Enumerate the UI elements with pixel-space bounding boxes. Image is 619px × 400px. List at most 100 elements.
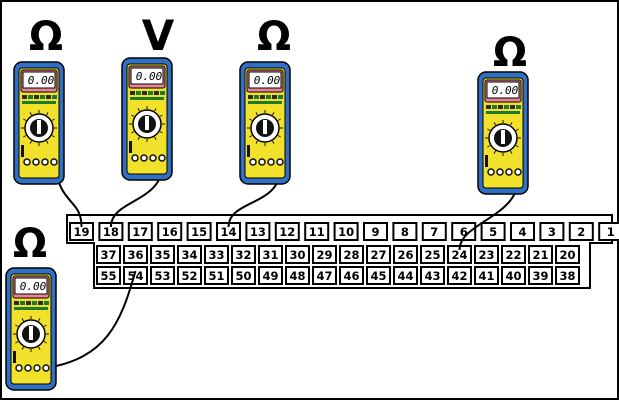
probe-jack bbox=[131, 154, 139, 162]
connector-pin-31: 31 bbox=[258, 245, 283, 264]
lcd-display bbox=[22, 71, 56, 89]
pin-label: 4 bbox=[518, 225, 526, 239]
probe-jack bbox=[23, 158, 31, 166]
pin-label: 9 bbox=[371, 225, 379, 239]
multimeter-5: Ω 0.00 bbox=[5, 221, 57, 391]
meter-reading: 0.00 bbox=[20, 280, 47, 293]
dial-pointer bbox=[29, 326, 33, 340]
connector-pin-7: 7 bbox=[421, 222, 447, 241]
probe-jack bbox=[487, 168, 495, 176]
lcd-display bbox=[248, 71, 282, 89]
connector-pin-15: 15 bbox=[186, 222, 212, 241]
multimeter-3: Ω 0.00 bbox=[239, 14, 291, 185]
multimeter-4: Ω0.00 bbox=[477, 30, 529, 195]
connector-pin-26: 26 bbox=[393, 245, 418, 264]
pin-label: 42 bbox=[451, 269, 467, 283]
measurement-symbol: Ω bbox=[13, 221, 47, 267]
lcd-display bbox=[486, 81, 520, 99]
probe-jack bbox=[42, 364, 50, 372]
connector-pin-36: 36 bbox=[123, 245, 148, 264]
probe-jack bbox=[505, 168, 513, 176]
pin-label: 7 bbox=[430, 225, 438, 239]
pin-label: 21 bbox=[532, 248, 548, 262]
connector-pin-4: 4 bbox=[510, 222, 535, 241]
pin-label: 8 bbox=[401, 225, 409, 239]
connector-pin-39: 39 bbox=[528, 266, 553, 285]
connector-pin-8: 8 bbox=[392, 222, 418, 241]
pin-label: 27 bbox=[370, 248, 386, 262]
pin-label: 41 bbox=[478, 269, 494, 283]
probe-jack bbox=[24, 364, 32, 372]
connector-pin-24: 24 bbox=[447, 245, 472, 264]
lcd-display bbox=[14, 277, 48, 295]
probe-jack bbox=[158, 154, 166, 162]
connector-pin-45: 45 bbox=[366, 266, 391, 285]
connector-pin-1: 1 bbox=[598, 222, 619, 241]
connector-pin-23: 23 bbox=[474, 245, 499, 264]
pin-label: 2 bbox=[577, 225, 585, 239]
pin-label: 40 bbox=[505, 269, 521, 283]
dial-pointer bbox=[263, 120, 267, 134]
connector-pin-51: 51 bbox=[204, 266, 229, 285]
pin-label: 16 bbox=[162, 225, 178, 239]
function-buttons bbox=[22, 95, 57, 104]
pin-label: 14 bbox=[220, 225, 236, 239]
connector-pin-5: 5 bbox=[480, 222, 506, 241]
pin-label: 43 bbox=[424, 269, 440, 283]
connector-pin-53: 53 bbox=[150, 266, 175, 285]
connector-pin-38: 38 bbox=[555, 266, 580, 285]
multimeter-1: Ω 0.00 bbox=[13, 14, 65, 185]
connector-pin-14: 14 bbox=[216, 222, 241, 241]
connector-pin-50: 50 bbox=[231, 266, 256, 285]
connector-pin-19: 19 bbox=[69, 222, 94, 241]
dial-pointer bbox=[145, 116, 149, 130]
connector-pin-37: 37 bbox=[96, 245, 121, 264]
connector-pin-29: 29 bbox=[312, 245, 337, 264]
pin-label: 5 bbox=[489, 225, 497, 239]
meter-reading: 0.00 bbox=[254, 74, 281, 87]
connector-pin-16: 16 bbox=[157, 222, 183, 241]
meter-reading: 0.00 bbox=[28, 74, 55, 87]
connector-pin-32: 32 bbox=[231, 245, 256, 264]
measurement-symbol: V bbox=[142, 11, 175, 60]
probe-jack bbox=[32, 158, 40, 166]
pin-label: 17 bbox=[132, 225, 148, 239]
pin-label: 1 bbox=[607, 225, 615, 239]
pin-label: 18 bbox=[103, 225, 119, 239]
connector-pin-10: 10 bbox=[333, 222, 359, 241]
measurement-symbol: Ω bbox=[257, 14, 291, 60]
connector-pin-46: 46 bbox=[339, 266, 364, 285]
connector-pin-52: 52 bbox=[177, 266, 202, 285]
connector-pin-41: 41 bbox=[474, 266, 499, 285]
connector-pin-9: 9 bbox=[363, 222, 388, 241]
dial-pointer bbox=[37, 120, 41, 134]
lcd-display bbox=[130, 67, 164, 85]
measurement-symbol: Ω bbox=[29, 14, 63, 60]
pin-label: 24 bbox=[451, 248, 467, 262]
connector-pin-54: 54 bbox=[123, 266, 148, 285]
pin-label: 38 bbox=[559, 269, 575, 283]
pin-label: 30 bbox=[289, 248, 305, 262]
probe-jack bbox=[258, 158, 266, 166]
pin-label: 28 bbox=[343, 248, 359, 262]
connector-pin-42: 42 bbox=[447, 266, 472, 285]
pin-label: 54 bbox=[127, 269, 143, 283]
pin-label: 46 bbox=[343, 269, 359, 283]
pin-label: 12 bbox=[279, 225, 295, 239]
probe-jack bbox=[149, 154, 157, 162]
pin-label: 51 bbox=[208, 269, 224, 283]
probe-jack bbox=[140, 154, 148, 162]
pin-label: 44 bbox=[397, 269, 413, 283]
pin-label: 25 bbox=[424, 248, 440, 262]
connector-pin-11: 11 bbox=[304, 222, 330, 241]
connector-pin-49: 49 bbox=[258, 266, 283, 285]
connector-pin-43: 43 bbox=[420, 266, 445, 285]
function-buttons bbox=[248, 95, 283, 104]
connector-pin-48: 48 bbox=[285, 266, 310, 285]
pin-label: 3 bbox=[548, 225, 556, 239]
connector-pin-18: 18 bbox=[98, 222, 124, 241]
